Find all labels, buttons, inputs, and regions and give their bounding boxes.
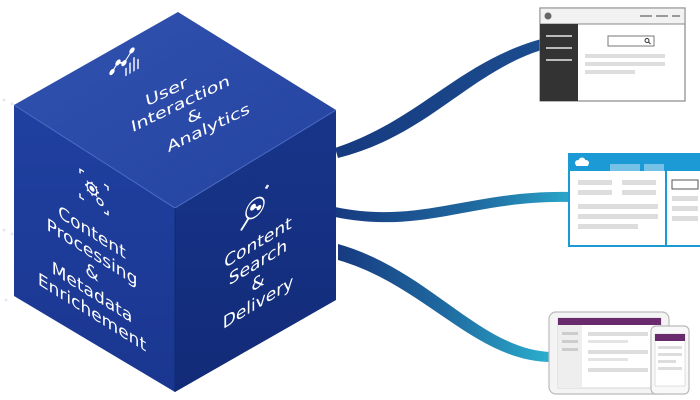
salesforce-app-mockup [568, 153, 700, 247]
cloud-logo-icon [575, 157, 589, 166]
analytics-chart-icon [109, 47, 139, 77]
connector-bottom [338, 244, 552, 362]
search-icon [644, 38, 651, 45]
magnifier-search-icon [240, 184, 269, 231]
background-dots [2, 98, 14, 302]
left-face-line-3: & [85, 259, 98, 286]
salesforce-search-box [671, 179, 699, 190]
gear-processing-icon [79, 168, 109, 216]
right-face-line-3: & [251, 269, 264, 296]
top-face-line-3: & [186, 105, 204, 128]
connector-top [335, 38, 548, 158]
cube-right-face [175, 110, 336, 392]
web-app-mockup [539, 7, 686, 102]
cube-left-face [14, 105, 175, 392]
connector-middle [335, 191, 570, 223]
web-search-box [607, 35, 655, 47]
phone-mockup [650, 325, 690, 395]
